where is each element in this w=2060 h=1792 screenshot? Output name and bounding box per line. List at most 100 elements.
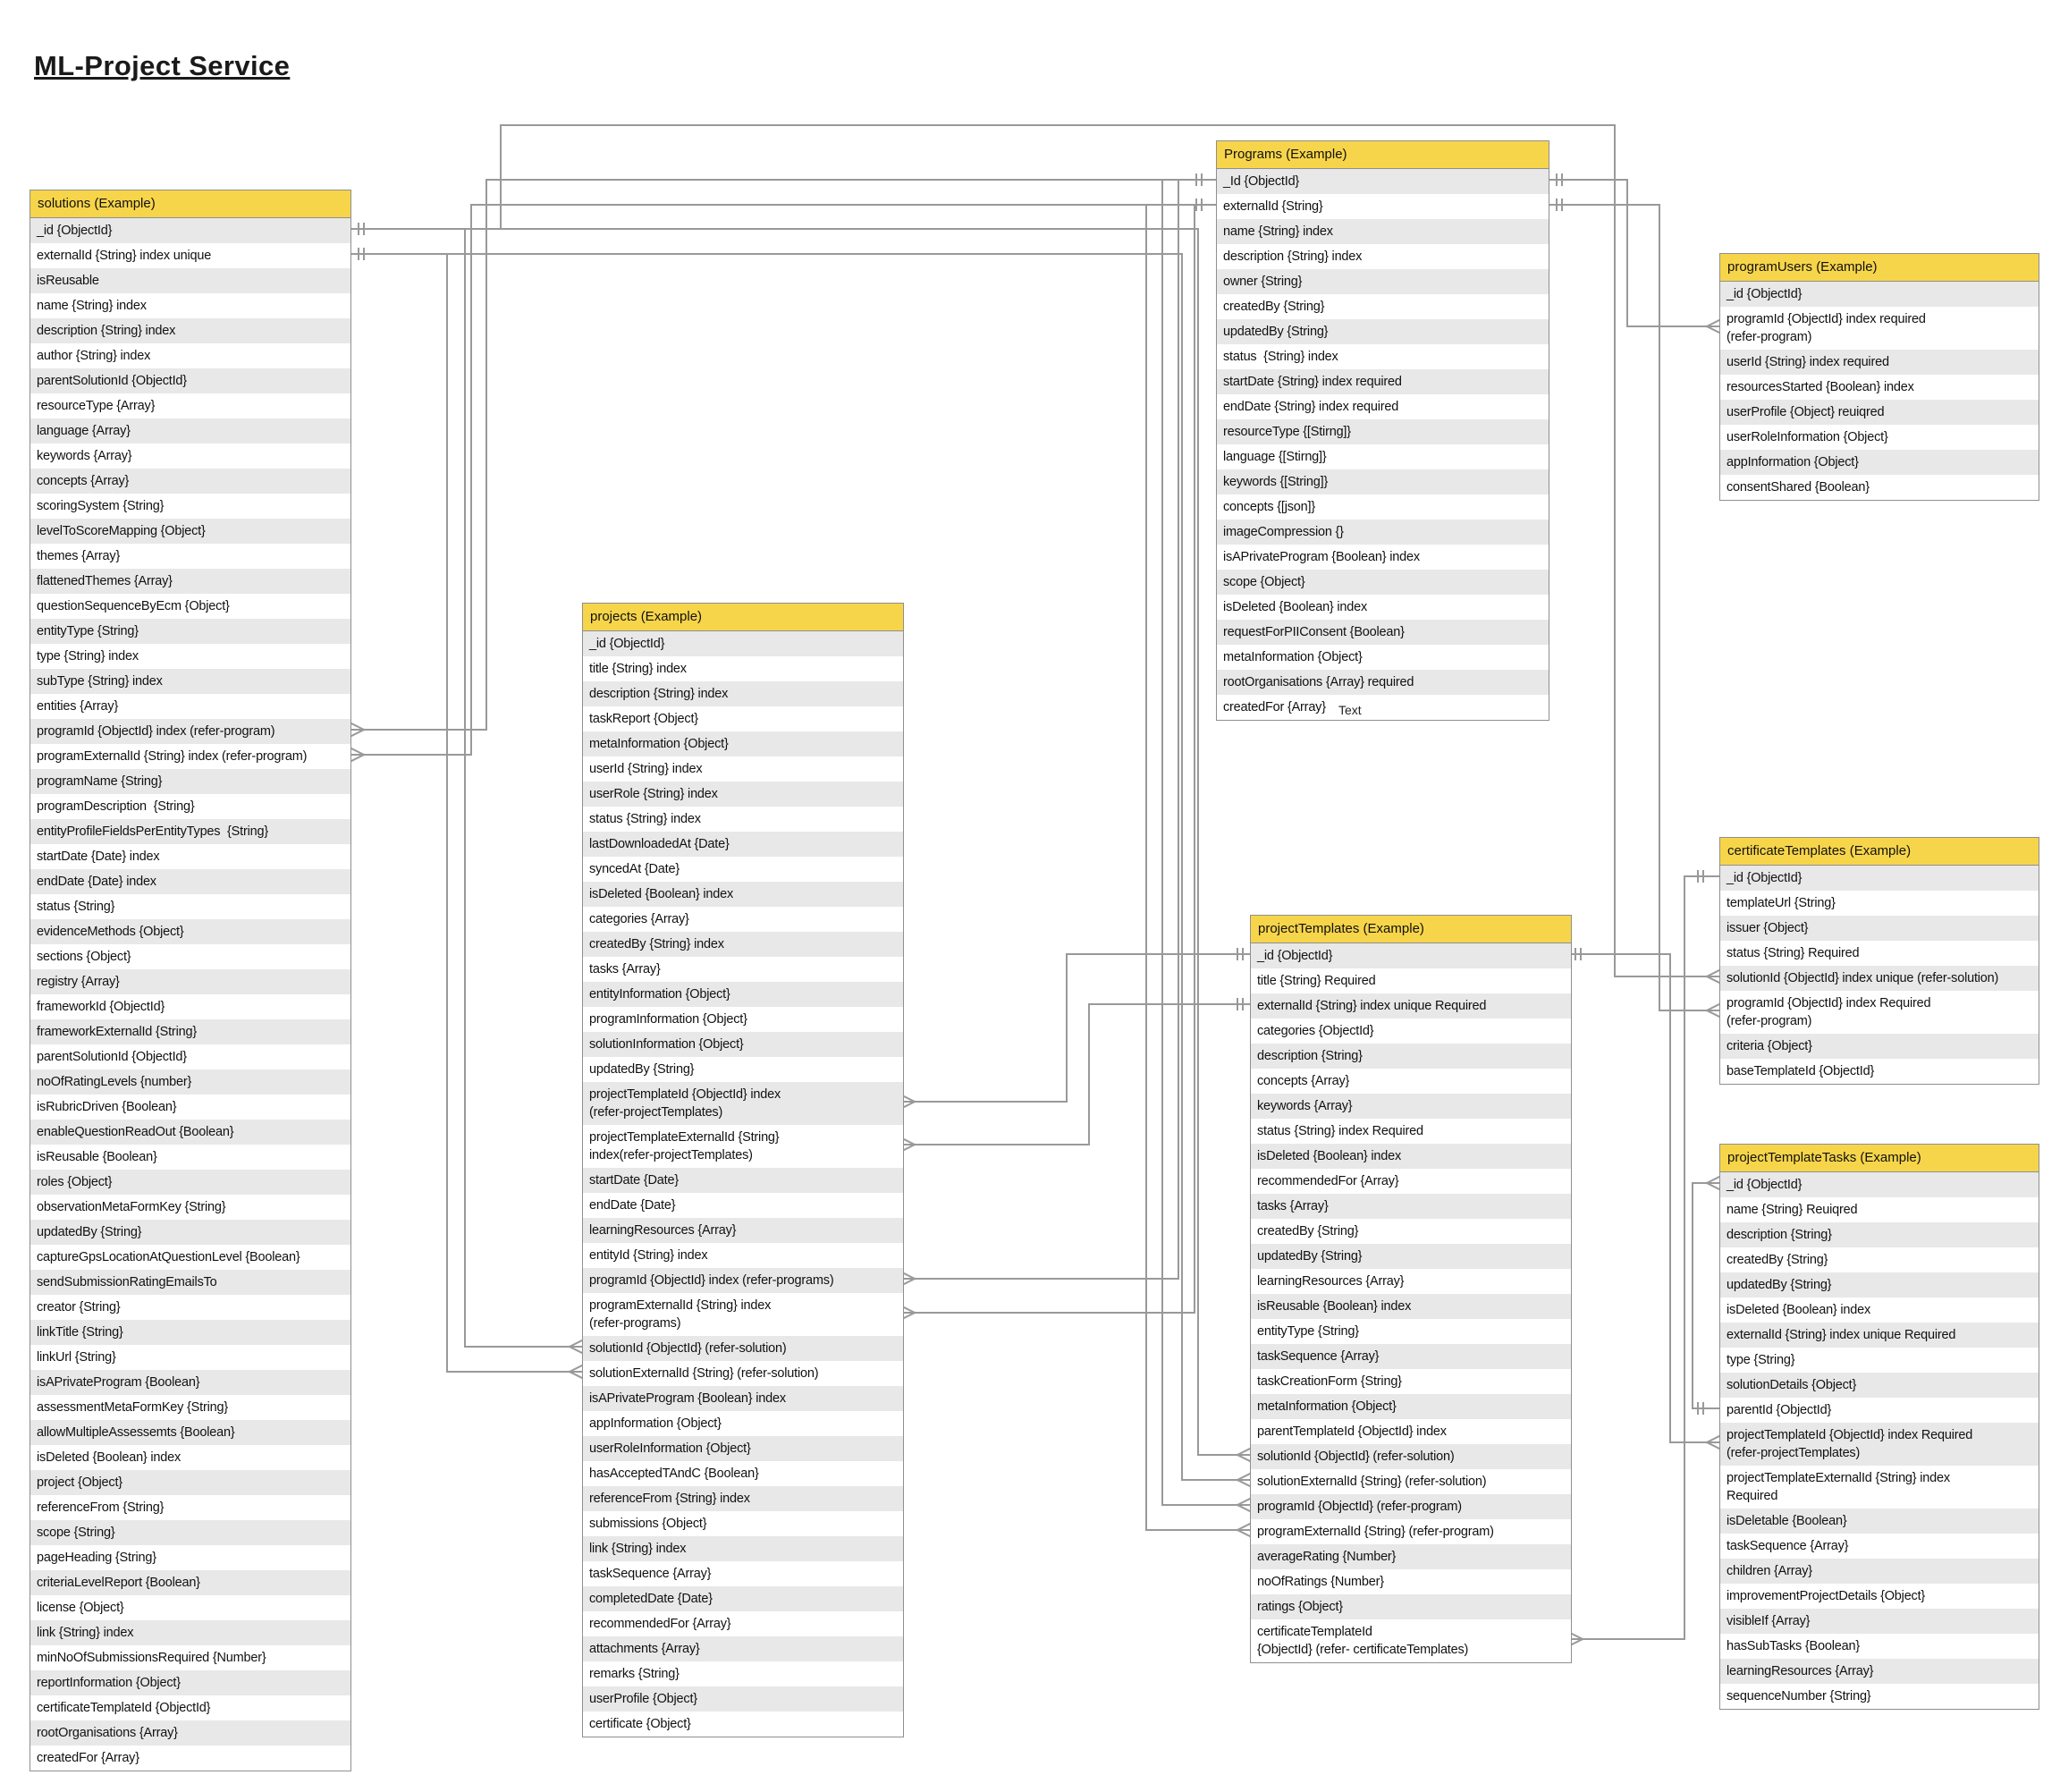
field-row[interactable]: categories {Array} [583, 907, 903, 932]
field-row[interactable]: resourceType {[Stirng]} [1217, 419, 1549, 444]
field-row[interactable]: keywords {[String]} [1217, 469, 1549, 494]
field-row[interactable]: referenceFrom {String} [30, 1495, 350, 1520]
field-row[interactable]: projectTemplateId {ObjectId} index Requi… [1720, 1423, 2039, 1466]
field-row[interactable]: programDescription {String} [30, 794, 350, 819]
field-row[interactable]: recommendedFor {Array} [583, 1611, 903, 1636]
field-row[interactable]: taskSequence {Array} [583, 1561, 903, 1586]
field-row[interactable]: programId {ObjectId} (refer-program) [1251, 1494, 1571, 1519]
field-row[interactable]: title {String} Required [1251, 968, 1571, 993]
field-row[interactable]: createdFor {Array} [1217, 695, 1549, 720]
field-row[interactable]: keywords {Array} [1251, 1094, 1571, 1119]
field-row[interactable]: parentSolutionId {ObjectId} [30, 368, 350, 393]
field-row[interactable]: entityId {String} index [583, 1243, 903, 1268]
field-row[interactable]: name {String} index [30, 293, 350, 318]
field-row[interactable]: hasAcceptedTAndC {Boolean} [583, 1461, 903, 1486]
field-row[interactable]: remarks {String} [583, 1661, 903, 1686]
entity-header-projects[interactable]: projects (Example) [583, 604, 903, 631]
field-row[interactable]: isDeletable {Boolean} [1720, 1509, 2039, 1534]
field-row[interactable]: _id {ObjectId} [583, 631, 903, 656]
field-row[interactable]: isDeleted {Boolean} index [1217, 595, 1549, 620]
field-row[interactable]: owner {String} [1217, 269, 1549, 294]
entity-header-certificateTemplates[interactable]: certificateTemplates (Example) [1720, 838, 2039, 866]
field-row[interactable]: updatedBy {String} [1217, 319, 1549, 344]
field-row[interactable]: type {String} [1720, 1348, 2039, 1373]
field-row[interactable]: criteria {Object} [1720, 1034, 2039, 1059]
field-row[interactable]: type {String} index [30, 644, 350, 669]
field-row[interactable]: solutionDetails {Object} [1720, 1373, 2039, 1398]
field-row[interactable]: status {String} index [583, 807, 903, 832]
field-row[interactable]: solutionId {ObjectId} (refer-solution) [1251, 1444, 1571, 1469]
field-row[interactable]: appInformation {Object} [583, 1411, 903, 1436]
field-row[interactable]: learningResources {Array} [583, 1218, 903, 1243]
field-row[interactable]: createdBy {String} [1720, 1247, 2039, 1272]
field-row[interactable]: noOfRatingLevels {number} [30, 1069, 350, 1095]
field-row[interactable]: averageRating {Number} [1251, 1544, 1571, 1569]
field-row[interactable]: metaInformation {Object} [583, 731, 903, 757]
field-row[interactable]: categories {ObjectId} [1251, 1019, 1571, 1044]
field-row[interactable]: externalId {String} [1217, 194, 1549, 219]
field-row[interactable]: entityType {String} [1251, 1319, 1571, 1344]
field-row[interactable]: userRoleInformation {Object} [583, 1436, 903, 1461]
field-row[interactable]: solutionId {ObjectId} index unique (refe… [1720, 966, 2039, 991]
field-row[interactable]: allowMultipleAssessemts {Boolean} [30, 1420, 350, 1445]
field-row[interactable]: projectTemplateExternalId {String} index… [1720, 1466, 2039, 1509]
field-row[interactable]: license {Object} [30, 1595, 350, 1620]
field-row[interactable]: programExternalId {String} (refer-progra… [1251, 1519, 1571, 1544]
field-row[interactable]: taskReport {Object} [583, 706, 903, 731]
field-row[interactable]: certificateTemplateId {ObjectId} (refer-… [1251, 1619, 1571, 1662]
field-row[interactable]: programId {ObjectId} index Required (ref… [1720, 991, 2039, 1034]
field-row[interactable]: enableQuestionReadOut {Boolean} [30, 1120, 350, 1145]
field-row[interactable]: observationMetaFormKey {String} [30, 1195, 350, 1220]
field-row[interactable]: description {String} index [30, 318, 350, 343]
field-row[interactable]: entities {Array} [30, 694, 350, 719]
field-row[interactable]: link {String} index [30, 1620, 350, 1645]
field-row[interactable]: learningResources {Array} [1720, 1659, 2039, 1684]
field-row[interactable]: scope {Object} [1217, 570, 1549, 595]
field-row[interactable]: isReusable {Boolean} index [1251, 1294, 1571, 1319]
field-row[interactable]: isDeleted {Boolean} index [30, 1445, 350, 1470]
field-row[interactable]: programId {ObjectId} index required (ref… [1720, 307, 2039, 350]
field-row[interactable]: solutionExternalId {String} (refer-solut… [1251, 1469, 1571, 1494]
field-row[interactable]: scoringSystem {String} [30, 494, 350, 519]
field-row[interactable]: children {Array} [1720, 1559, 2039, 1584]
field-row[interactable]: status {String} index [1217, 344, 1549, 369]
field-row[interactable]: startDate {Date} index [30, 844, 350, 869]
entity-table-certificateTemplates[interactable]: certificateTemplates (Example) _id {Obje… [1719, 837, 2039, 1085]
field-row[interactable]: themes {Array} [30, 544, 350, 569]
field-row[interactable]: project {Object} [30, 1470, 350, 1495]
field-row[interactable]: resourceType {Array} [30, 393, 350, 418]
field-row[interactable]: minNoOfSubmissionsRequired {Number} [30, 1645, 350, 1670]
field-row[interactable]: requestForPIIConsent {Boolean} [1217, 620, 1549, 645]
field-row[interactable]: createdFor {Array} [30, 1746, 350, 1771]
field-row[interactable]: isRubricDriven {Boolean} [30, 1095, 350, 1120]
field-row[interactable]: isAPrivateProgram {Boolean} [30, 1370, 350, 1395]
field-row[interactable]: reportInformation {Object} [30, 1670, 350, 1695]
field-row[interactable]: status {String} index Required [1251, 1119, 1571, 1144]
field-row[interactable]: userId {String} index required [1720, 350, 2039, 375]
field-row[interactable]: language {Array} [30, 418, 350, 444]
field-row[interactable]: appInformation {Object} [1720, 450, 2039, 475]
field-row[interactable]: _id {ObjectId} [1251, 943, 1571, 968]
field-row[interactable]: templateUrl {String} [1720, 891, 2039, 916]
field-row[interactable]: resourcesStarted {Boolean} index [1720, 375, 2039, 400]
field-row[interactable]: isDeleted {Boolean} index [1720, 1298, 2039, 1323]
field-row[interactable]: author {String} index [30, 343, 350, 368]
field-row[interactable]: isDeleted {Boolean} index [1251, 1144, 1571, 1169]
field-row[interactable]: entityType {String} [30, 619, 350, 644]
field-row[interactable]: frameworkId {ObjectId} [30, 994, 350, 1019]
field-row[interactable]: visibleIf {Array} [1720, 1609, 2039, 1634]
field-row[interactable]: isDeleted {Boolean} index [583, 882, 903, 907]
entity-table-projects[interactable]: projects (Example) _id {ObjectId}title {… [582, 603, 904, 1737]
field-row[interactable]: scope {String} [30, 1520, 350, 1545]
entity-header-programUsers[interactable]: programUsers (Example) [1720, 254, 2039, 282]
field-row[interactable]: _id {ObjectId} [1720, 1172, 2039, 1197]
field-row[interactable]: createdBy {String} index [583, 932, 903, 957]
field-row[interactable]: solutionInformation {Object} [583, 1032, 903, 1057]
field-row[interactable]: concepts {Array} [1251, 1069, 1571, 1094]
field-row[interactable]: description {String} [1720, 1222, 2039, 1247]
field-row[interactable]: description {String} index [583, 681, 903, 706]
field-row[interactable]: isReusable [30, 268, 350, 293]
field-row[interactable]: flattenedThemes {Array} [30, 569, 350, 594]
field-row[interactable]: recommendedFor {Array} [1251, 1169, 1571, 1194]
field-row[interactable]: referenceFrom {String} index [583, 1486, 903, 1511]
